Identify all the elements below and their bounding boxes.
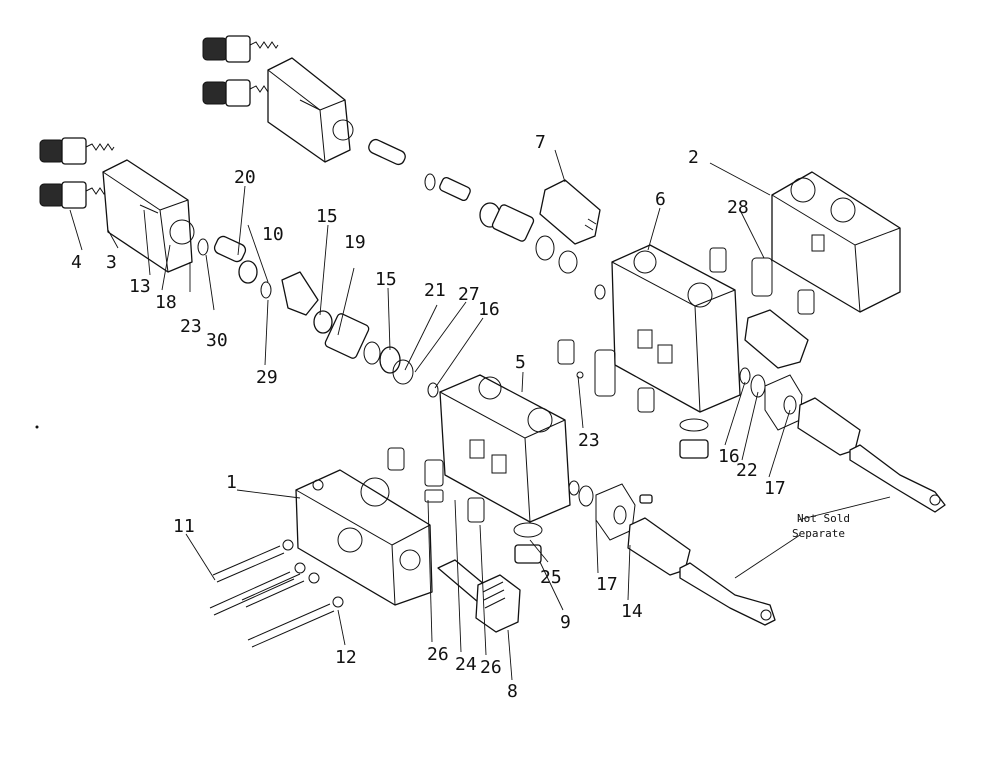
callout-18: 18 bbox=[155, 292, 177, 313]
stray-dot bbox=[35, 425, 39, 429]
callout-15b: 15 bbox=[375, 269, 397, 290]
callout-16a: 16 bbox=[478, 299, 500, 320]
callout-10: 10 bbox=[262, 224, 284, 245]
leader-lines bbox=[69, 149, 891, 681]
callout-22: 22 bbox=[736, 460, 758, 481]
rear-spool-stack bbox=[368, 138, 606, 300]
section-body-6 bbox=[611, 244, 741, 413]
front-spool-stack bbox=[197, 235, 439, 398]
callout-2: 2 bbox=[688, 147, 699, 168]
relief-valve-7 bbox=[539, 179, 601, 245]
callout-7: 7 bbox=[535, 132, 546, 153]
callout-15a: 15 bbox=[316, 206, 338, 227]
callout-23b: 23 bbox=[578, 430, 600, 451]
callout-28: 28 bbox=[727, 197, 749, 218]
end-cover-2 bbox=[771, 171, 901, 313]
callout-11: 11 bbox=[173, 516, 195, 537]
callout-24: 24 bbox=[455, 654, 477, 675]
gaskets-middle bbox=[557, 339, 655, 413]
plug bbox=[679, 418, 709, 459]
note-line-2: Separate bbox=[792, 527, 845, 540]
callout-4: 4 bbox=[71, 252, 82, 273]
callout-5: 5 bbox=[515, 352, 526, 373]
callout-26b: 26 bbox=[480, 657, 502, 678]
right-seals bbox=[739, 309, 809, 431]
section-body-5 bbox=[439, 374, 571, 523]
gaskets-28 bbox=[709, 247, 815, 315]
not-sold-separate-note: Not Sold Separate bbox=[792, 512, 850, 540]
callout-12: 12 bbox=[335, 647, 357, 668]
callout-16b: 16 bbox=[718, 446, 740, 467]
rear-solenoid-assembly bbox=[202, 35, 354, 163]
bolts-11 bbox=[209, 539, 344, 648]
callout-1: 1 bbox=[226, 472, 237, 493]
callout-26a: 26 bbox=[427, 644, 449, 665]
front-solenoid-assembly bbox=[39, 137, 195, 273]
gaskets-26 bbox=[387, 447, 485, 523]
spool-8 bbox=[437, 559, 521, 633]
callout-17a: 17 bbox=[596, 574, 618, 595]
callout-29: 29 bbox=[256, 367, 278, 388]
note-line-1: Not Sold bbox=[797, 512, 850, 525]
callout-17b: 17 bbox=[764, 478, 786, 499]
callout-19: 19 bbox=[344, 232, 366, 253]
inlet-body-1 bbox=[295, 469, 433, 606]
callout-3: 3 bbox=[106, 252, 117, 273]
callout-27: 27 bbox=[458, 284, 480, 305]
callout-8: 8 bbox=[507, 681, 518, 702]
callout-30: 30 bbox=[206, 330, 228, 351]
callout-labels: 1 2 3 4 5 6 7 8 9 10 11 12 13 14 15 15 1… bbox=[71, 132, 786, 702]
callout-14: 14 bbox=[621, 601, 643, 622]
spool-lower bbox=[627, 517, 776, 626]
callout-25: 25 bbox=[540, 567, 562, 588]
plug-9 bbox=[513, 522, 543, 564]
spool-upper bbox=[797, 397, 946, 513]
callout-20: 20 bbox=[234, 167, 256, 188]
callout-23a: 23 bbox=[180, 316, 202, 337]
callout-13: 13 bbox=[129, 276, 151, 297]
callout-21: 21 bbox=[424, 280, 446, 301]
callout-9: 9 bbox=[560, 612, 571, 633]
callout-6: 6 bbox=[655, 189, 666, 210]
